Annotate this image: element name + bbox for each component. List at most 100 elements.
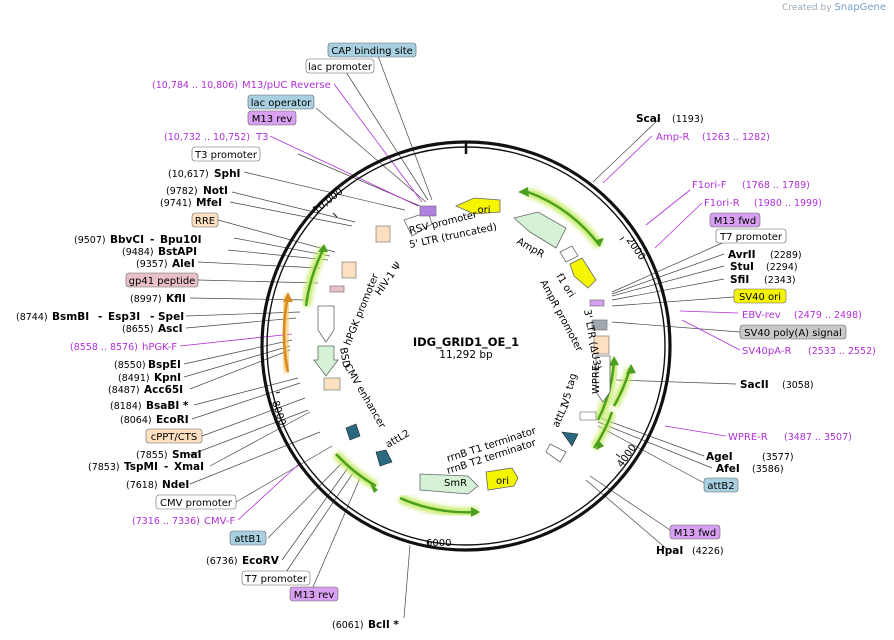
label-stui: StuI — [730, 261, 754, 273]
plasmid-size: 11,292 bp — [439, 349, 493, 361]
m13fwd-box — [709, 212, 761, 228]
label-sv40-ori: SV40 ori — [739, 292, 781, 303]
leader-lines — [183, 55, 741, 619]
sv40polya-box — [739, 324, 847, 340]
label-acc65i: Acc65I — [144, 384, 183, 396]
label-hpai-pos: (4226) — [692, 546, 724, 557]
label-avrii-pos: (2289) — [770, 250, 802, 261]
label-kpni: KpnI — [154, 372, 181, 384]
attl1-mark — [561, 431, 579, 447]
label-m13-rev-2: M13 rev — [294, 590, 335, 601]
label-bstapi-pos: (9484) — [122, 247, 154, 258]
m13fwd2-box — [669, 524, 721, 540]
ampr-promoter-box — [559, 245, 579, 263]
label-attb1: attB1 — [234, 534, 261, 545]
label-sep2: - — [98, 311, 102, 323]
v5-box — [579, 411, 597, 421]
label-noti-pos: (9782) — [166, 186, 198, 197]
t7prom-box — [715, 228, 787, 244]
label-bsmbi: BsmBI — [52, 311, 89, 323]
label-noti: NotI — [203, 185, 228, 197]
label-kfli-pos: (8997) — [130, 294, 162, 305]
inner-ampr: AmpR — [515, 236, 546, 260]
label-sacii: SacII — [740, 379, 769, 391]
label-attb2: attB2 — [707, 481, 734, 492]
label-cppt: cPPT/CTS — [151, 432, 197, 443]
label-sfii-pos: (2343) — [764, 275, 796, 286]
tick-2000: 2000 — [624, 235, 648, 262]
lacop-box — [247, 94, 315, 110]
label-f1orif-pos: (1768 .. 1789) — [742, 180, 810, 191]
label-hpgkf: hPGK-F — [142, 342, 177, 353]
label-wprer-pos: (3487 .. 3507) — [784, 432, 852, 443]
label-lac-promoter: lac promoter — [308, 62, 373, 73]
label-hpai: HpaI — [656, 545, 683, 557]
inner-ori-bottom: ori — [496, 476, 509, 487]
inner-smr: SmR — [444, 478, 467, 489]
label-m13-rev: M13 rev — [252, 114, 293, 125]
label-t3: T3 — [255, 132, 268, 143]
label-sacii-pos: (3058) — [782, 380, 814, 391]
label-spei: SpeI — [158, 311, 184, 323]
label-sv40par: SV40pA-R — [742, 346, 791, 357]
label-kpni-pos: (8491) — [118, 373, 150, 384]
m13rev2-box — [289, 586, 339, 602]
wpre-arrow — [595, 355, 611, 403]
label-cap: CAP binding site — [331, 46, 413, 57]
ltr3-box — [593, 335, 610, 355]
label-m13puc: M13/pUC Reverse — [242, 80, 331, 91]
cap-box — [327, 42, 417, 58]
label-bstapi: BstAPI — [158, 246, 197, 258]
label-bspei-pos: (8550) — [114, 360, 146, 371]
ampr-arrow — [513, 211, 567, 249]
label-alei: AleI — [172, 258, 195, 270]
label-afei-pos: (3586) — [752, 464, 784, 475]
lac-mini — [419, 205, 437, 217]
sv40-ori-mini — [589, 299, 605, 307]
label-bsabi: BsaBI * — [146, 400, 189, 412]
label-asci: AscI — [158, 323, 183, 335]
label-avrii: AvrII — [728, 249, 756, 261]
label-agei: AgeI — [706, 451, 733, 463]
label-bspei: BspEI — [148, 359, 181, 371]
label-xmai: XmaI — [174, 461, 204, 473]
label-tspmi-pos: (7853) — [88, 462, 120, 473]
label-m13puc-pos: (10,784 .. 10,806) — [152, 80, 238, 91]
label-sep1: - — [150, 234, 154, 246]
rrnb-box — [545, 443, 567, 463]
snapgene-credit: Created by SnapGene — [782, 2, 886, 13]
label-afei: AfeI — [716, 463, 740, 475]
f1ori-arrow — [569, 257, 597, 289]
label-sep3: - — [150, 311, 154, 323]
plasmid-name: IDG_GRID1_OE_1 — [413, 335, 519, 350]
label-ecorv-pos: (6736) — [206, 556, 238, 567]
t7prom2-box — [241, 570, 311, 586]
rre-box — [341, 261, 357, 279]
label-t7-promoter-2: T7 promoter — [244, 574, 308, 585]
label-bbvci: BbvCI — [110, 234, 144, 246]
label-rre: RRE — [195, 216, 215, 227]
label-smai-pos: (7855) — [136, 450, 168, 461]
label-ampr: Amp-R — [656, 132, 690, 143]
label-mfei-pos: (9741) — [160, 198, 192, 209]
label-m13-fwd: M13 fwd — [714, 216, 756, 227]
inner-bsd: BSD — [337, 347, 351, 370]
arc-arrowheads — [318, 187, 636, 517]
label-wprer: WPRE-R — [728, 432, 768, 443]
cppt-label-box — [145, 428, 203, 444]
label-ampr-pos: (1263 .. 1282) — [702, 132, 770, 143]
label-gp41: gp41 peptide — [129, 276, 196, 287]
label-acc65i-pos: (8487) — [108, 385, 140, 396]
label-t3-pos: (10,732 .. 10,752) — [164, 132, 250, 143]
label-tspmi: TspMI — [124, 461, 158, 473]
cmvprom-box — [155, 494, 237, 510]
sv40-polya-box — [591, 319, 608, 331]
smr-arrow — [419, 473, 479, 495]
label-sep4: - — [164, 461, 168, 473]
rre-label-box — [191, 212, 219, 228]
inner-v5: V5 tag — [560, 372, 579, 407]
inner-attl1: attL1 — [551, 401, 572, 429]
label-cmvf: CMV-F — [204, 516, 235, 527]
attb2-box — [703, 477, 739, 493]
